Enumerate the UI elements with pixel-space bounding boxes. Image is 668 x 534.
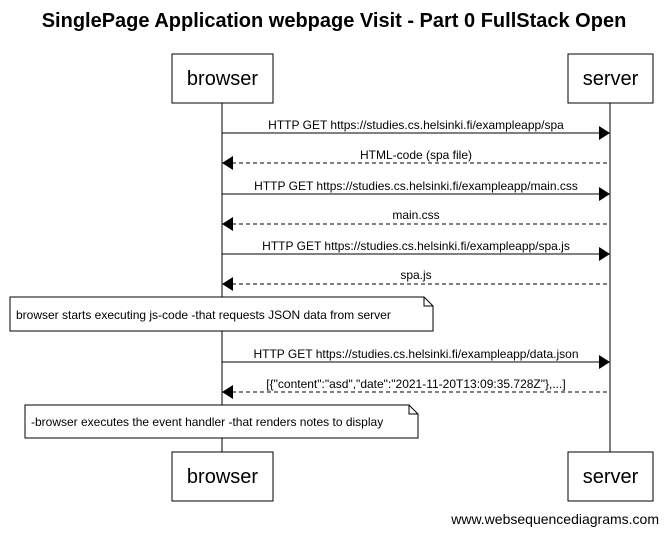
message-spa-js-response-label: spa.js (400, 268, 431, 282)
message-data-json-response: [{"content":"asd","date":"2021-11-20T13:… (222, 377, 610, 399)
participant-server-bottom-label: server (583, 466, 639, 488)
message-get-spa-js-label: HTTP GET https://studies.cs.helsinki.fi/… (262, 239, 570, 253)
note-js-execution-text: browser starts executing js-code -that r… (16, 308, 391, 322)
message-get-main-css-label: HTTP GET https://studies.cs.helsinki.fi/… (254, 179, 578, 193)
message-get-spa-label: HTTP GET https://studies.cs.helsinki.fi/… (268, 118, 564, 132)
message-data-json-response-label: [{"content":"asd","date":"2021-11-20T13:… (266, 377, 565, 391)
participant-browser-top-label: browser (187, 68, 258, 90)
participant-server-bottom: server (567, 451, 654, 502)
participant-server-top-label: server (583, 68, 639, 90)
message-get-data-json-label: HTTP GET https://studies.cs.helsinki.fi/… (253, 347, 578, 361)
message-main-css-response-label: main.css (392, 208, 439, 222)
participant-browser-bottom: browser (171, 451, 274, 502)
participant-server-top: server (567, 53, 654, 104)
footer-credit: www.websequencediagrams.com (451, 511, 659, 527)
message-get-spa: HTTP GET https://studies.cs.helsinki.fi/… (222, 118, 610, 140)
message-html-code-response: HTML-code (spa file) (222, 148, 610, 170)
message-spa-js-response: spa.js (222, 268, 610, 291)
message-get-data-json: HTTP GET https://studies.cs.helsinki.fi/… (222, 347, 610, 369)
participant-browser-top: browser (171, 53, 274, 104)
message-main-css-response: main.css (222, 208, 610, 231)
note-js-execution: browser starts executing js-code -that r… (9, 296, 434, 332)
message-get-main-css: HTTP GET https://studies.cs.helsinki.fi/… (222, 179, 610, 201)
participant-browser-bottom-label: browser (187, 466, 258, 488)
diagram-title: SinglePage Application webpage Visit - P… (41, 10, 627, 32)
message-get-spa-js: HTTP GET https://studies.cs.helsinki.fi/… (222, 239, 610, 261)
note-event-handler: -browser executes the event handler -tha… (24, 404, 419, 439)
message-html-code-response-label: HTML-code (spa file) (360, 148, 472, 162)
note-event-handler-text: -browser executes the event handler -tha… (31, 415, 383, 429)
